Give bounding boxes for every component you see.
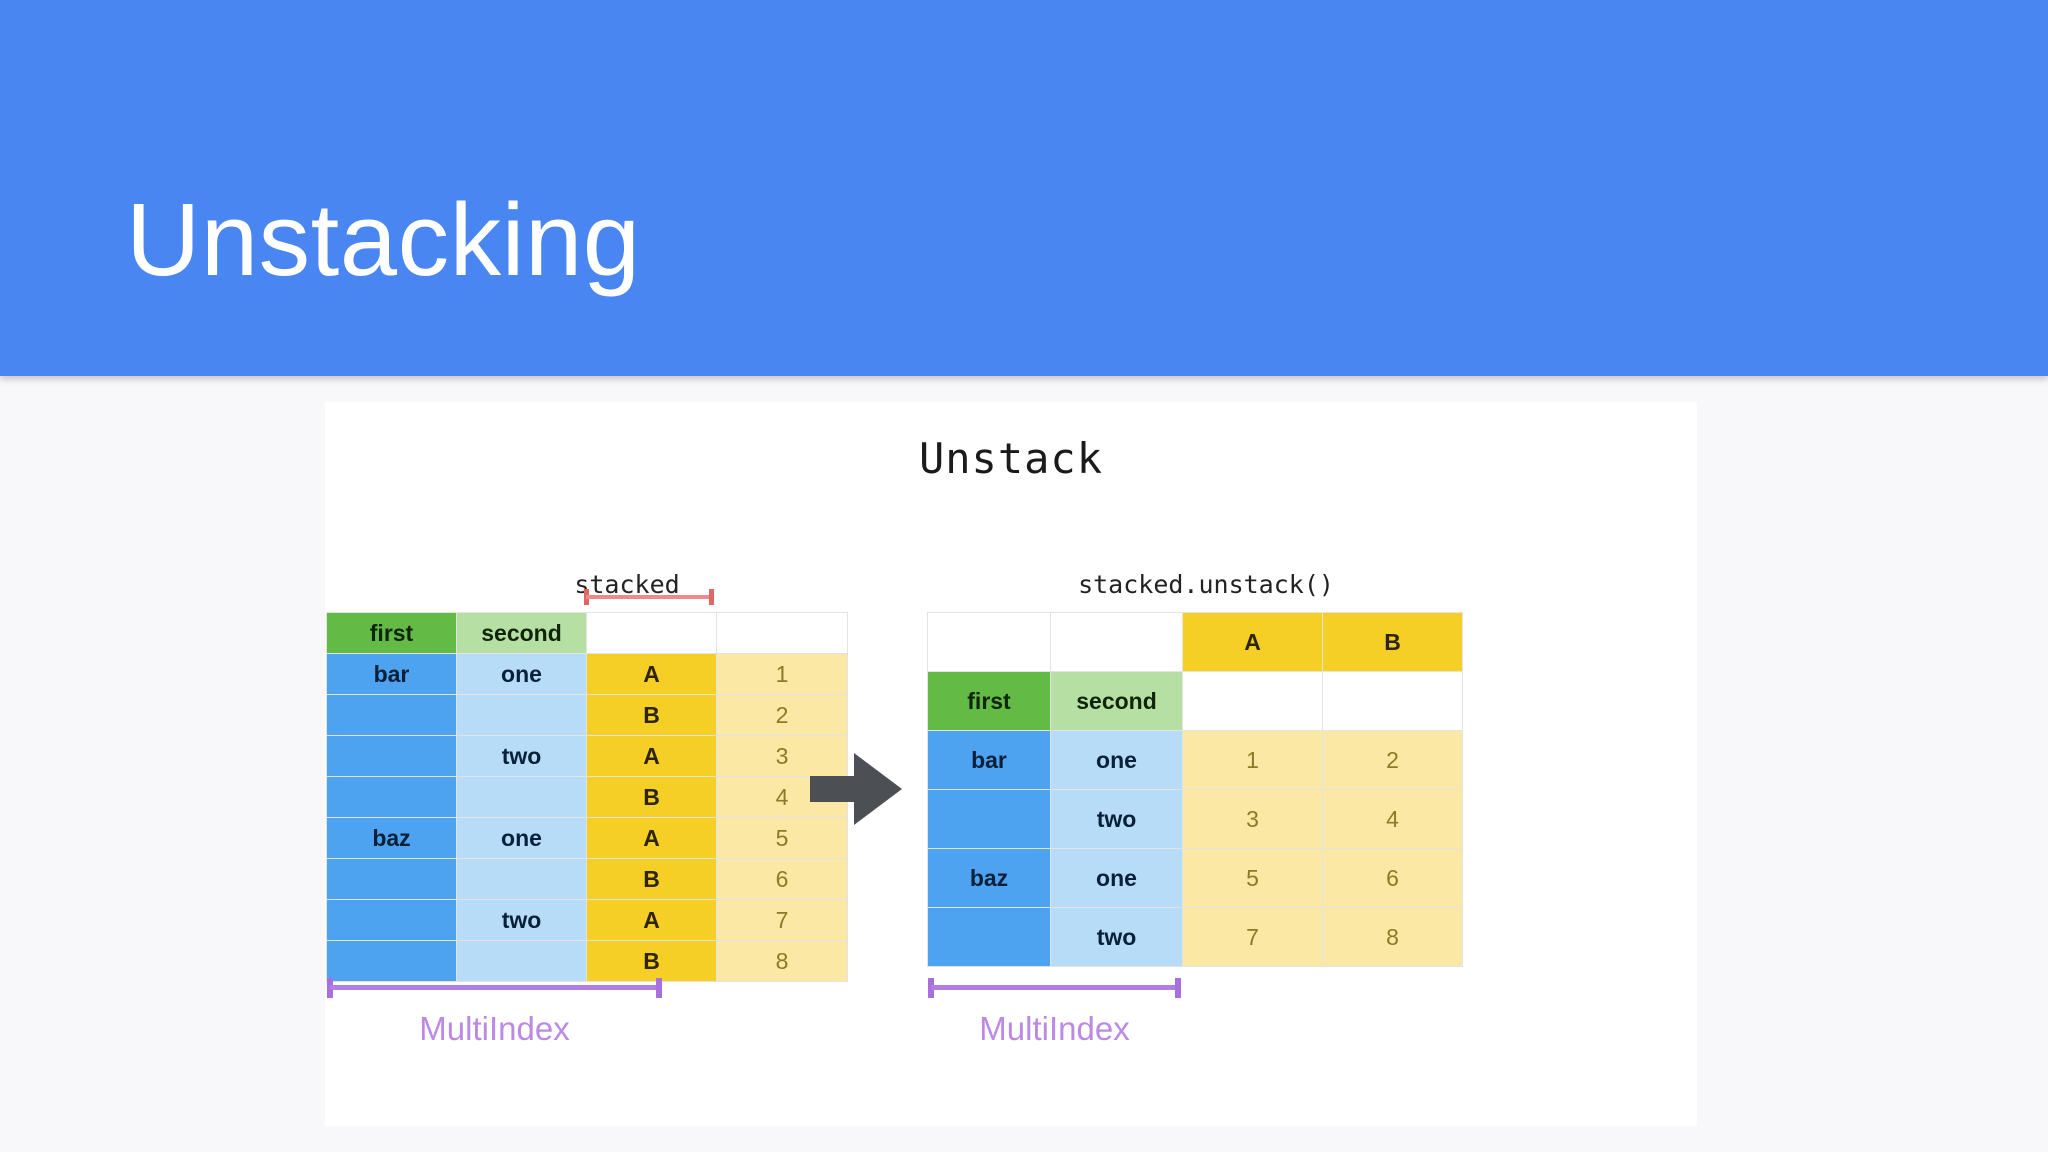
table-stacked: first second bar one A 1 B 2 two A [326, 612, 848, 982]
cell-value: 8 [716, 940, 848, 982]
bracket-bar [586, 595, 712, 599]
cell-second [456, 858, 587, 900]
column-header-a: A [1182, 612, 1323, 672]
right-arrow-icon [810, 750, 902, 828]
table-row: baz one A 5 [326, 817, 848, 859]
cell-first [927, 789, 1051, 849]
cell-second: two [456, 899, 587, 941]
table-row: B 8 [326, 940, 848, 982]
cell-value: 2 [716, 694, 848, 736]
cell-second: one [456, 817, 587, 859]
cell-first: baz [927, 848, 1051, 908]
figure-card: Unstack stacked stacked.unstack() first … [325, 402, 1697, 1126]
cell-second: two [456, 735, 587, 777]
blank-b [1322, 671, 1463, 731]
cell-first [326, 899, 457, 941]
table-row: B 2 [326, 694, 848, 736]
cell-first [326, 694, 457, 736]
bracket-cap-right [656, 978, 662, 998]
column-header-b: B [1322, 612, 1463, 672]
table-row: first second [326, 612, 848, 654]
table-row: B 6 [326, 858, 848, 900]
figure-title: Unstack [918, 434, 1103, 483]
table-row: A B [927, 612, 1463, 672]
cell-second: one [1050, 848, 1183, 908]
cell-value: 1 [716, 653, 848, 695]
cell-ab: A [586, 653, 717, 695]
cell-ab: B [586, 776, 717, 818]
table-row: two A 3 [326, 735, 848, 777]
table-row: first second [927, 671, 1463, 731]
table-row: B 4 [326, 776, 848, 818]
cell-value: 5 [716, 817, 848, 859]
table-row: baz one 5 6 [927, 848, 1463, 908]
table-row: bar one 1 2 [927, 730, 1463, 790]
cell-value: 6 [716, 858, 848, 900]
header-second: second [456, 612, 587, 654]
multiindex-bracket-left [327, 978, 662, 998]
cell-second: two [1050, 907, 1183, 967]
cell-first [326, 776, 457, 818]
cell-first [326, 858, 457, 900]
multiindex-label-right: MultiIndex [979, 1010, 1130, 1047]
header-first: first [326, 612, 457, 654]
cell-ab: B [586, 940, 717, 982]
header-first: first [927, 671, 1051, 731]
cell-value: 7 [716, 899, 848, 941]
corner-blank-1 [927, 612, 1051, 672]
cell-ab: B [586, 858, 717, 900]
cell-value-b: 6 [1322, 848, 1463, 908]
page-title: Unstacking [126, 182, 641, 297]
header-second: second [1050, 671, 1183, 731]
table-unstacked: A B first second bar one 1 2 two 3 4 [927, 612, 1463, 967]
cell-value-b: 2 [1322, 730, 1463, 790]
cell-second [456, 940, 587, 982]
cell-second [456, 776, 587, 818]
table-row: bar one A 1 [326, 653, 848, 695]
cell-ab: B [586, 694, 717, 736]
cell-value-b: 8 [1322, 907, 1463, 967]
cell-first: bar [927, 730, 1051, 790]
slide-header: Unstacking [0, 0, 2048, 376]
blank-a [1182, 671, 1323, 731]
cell-first: baz [326, 817, 457, 859]
bracket-cap-right [1175, 978, 1181, 998]
bracket-bar [931, 985, 1178, 990]
bracket-cap-right [709, 589, 714, 605]
multiindex-bracket-right [928, 978, 1181, 998]
cell-ab: A [586, 735, 717, 777]
table-row: two 7 8 [927, 907, 1463, 967]
cell-second: one [1050, 730, 1183, 790]
corner-blank-2 [1050, 612, 1183, 672]
cell-value-a: 5 [1182, 848, 1323, 908]
table-row: two A 7 [326, 899, 848, 941]
cell-second: one [456, 653, 587, 695]
caption-stacked-unstack: stacked.unstack() [1078, 570, 1334, 599]
cell-first [927, 907, 1051, 967]
cell-first: bar [326, 653, 457, 695]
cell-second [456, 694, 587, 736]
caption-stacked: stacked [574, 570, 680, 599]
cell-first [326, 940, 457, 982]
cell-value-a: 1 [1182, 730, 1323, 790]
header-value [716, 612, 848, 654]
bracket-bar [330, 985, 659, 990]
values-span-bracket [584, 589, 714, 605]
cell-value-b: 4 [1322, 789, 1463, 849]
cell-value-a: 3 [1182, 789, 1323, 849]
cell-ab: A [586, 817, 717, 859]
table-row: two 3 4 [927, 789, 1463, 849]
header-ab [586, 612, 717, 654]
cell-second: two [1050, 789, 1183, 849]
cell-value-a: 7 [1182, 907, 1323, 967]
cell-first [326, 735, 457, 777]
cell-ab: A [586, 899, 717, 941]
multiindex-label-left: MultiIndex [419, 1010, 570, 1047]
